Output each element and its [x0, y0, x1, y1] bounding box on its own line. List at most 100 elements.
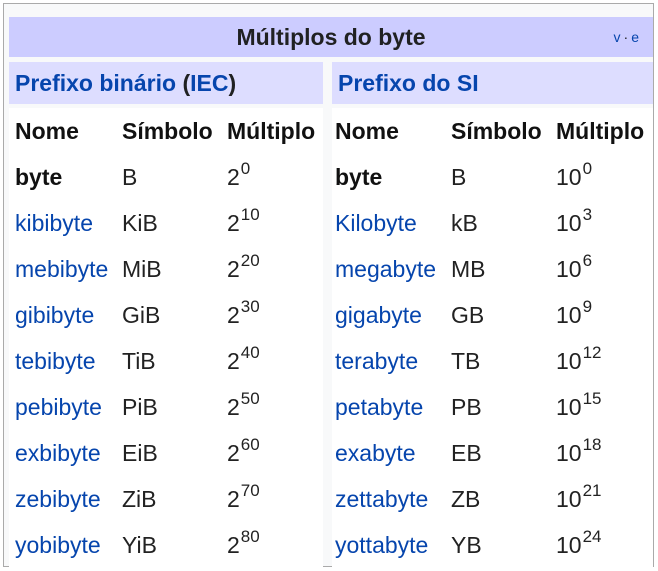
unit-symbol: EiB — [122, 440, 158, 466]
multiple-base: 2 — [227, 256, 240, 282]
unit-name-link[interactable]: megabyte — [335, 256, 437, 282]
multiple-exponent: 6 — [582, 251, 593, 270]
unit-symbol: ZiB — [122, 486, 157, 512]
unit-name-link[interactable]: exbibyte — [15, 440, 101, 466]
unit-multiple: 103 — [556, 200, 592, 246]
unit-name-link[interactable]: yottabyte — [335, 532, 429, 558]
multiple-exponent: 24 — [582, 527, 602, 546]
multiple-base: 2 — [227, 440, 240, 466]
column-header-multiple: Múltiplo — [227, 118, 316, 144]
paren-close: ) — [228, 70, 237, 96]
unit-symbol: KiB — [122, 210, 158, 236]
unit-name-link[interactable]: zettabyte — [335, 486, 429, 512]
unit-multiple: 109 — [556, 292, 592, 338]
multiple-exponent: 3 — [582, 205, 593, 224]
unit-symbol: MiB — [122, 256, 162, 282]
unit-name-link[interactable]: gigabyte — [335, 302, 422, 328]
unit-name-link[interactable]: Kilobyte — [335, 210, 417, 236]
multiple-exponent: 20 — [240, 251, 260, 270]
unit-multiple: 1021 — [556, 476, 602, 522]
unit-name-link[interactable]: terabyte — [335, 348, 419, 374]
unit-symbol: PB — [451, 394, 482, 420]
multiple-exponent: 60 — [240, 435, 260, 454]
unit-name-link[interactable]: mebibyte — [15, 256, 109, 282]
table-row: megabyte MB 106 — [332, 246, 653, 292]
table-row: zebibyte ZiB 270 — [9, 476, 323, 522]
multiple-base: 10 — [556, 348, 582, 374]
edit-template-link[interactable]: e — [631, 29, 639, 45]
unit-symbol: B — [122, 164, 138, 190]
table-row: Kilobyte kB 103 — [332, 200, 653, 246]
multiple-base: 2 — [227, 164, 240, 190]
multiple-exponent: 0 — [240, 159, 251, 178]
navbox-title: Múltiplos do byte — [236, 24, 426, 50]
unit-name-link[interactable]: pebibyte — [15, 394, 102, 420]
si-prefix-title[interactable]: Prefixo do SI — [338, 70, 479, 96]
unit-multiple: 270 — [227, 476, 260, 522]
column-header-symbol: Símbolo — [122, 118, 213, 144]
multiple-exponent: 10 — [240, 205, 260, 224]
navbox-title-bar: Múltiplos do byte v·e — [9, 17, 653, 57]
multiple-base: 10 — [556, 486, 582, 512]
unit-name-link[interactable]: exabyte — [335, 440, 416, 466]
unit-multiple: 106 — [556, 246, 592, 292]
multiple-exponent: 9 — [582, 297, 593, 316]
binary-prefix-link[interactable]: Prefixo binário — [15, 70, 177, 96]
unit-name-link[interactable]: kibibyte — [15, 210, 93, 236]
multiple-base: 2 — [227, 210, 240, 236]
multiple-exponent: 40 — [240, 343, 260, 362]
si-header-row: Nome Símbolo Múltiplo — [332, 108, 653, 154]
table-row: petabyte PB 1015 — [332, 384, 653, 430]
unit-name-link[interactable]: petabyte — [335, 394, 424, 420]
multiple-base: 10 — [556, 210, 582, 236]
multiple-exponent: 0 — [582, 159, 593, 178]
vde-links: v·e — [614, 17, 639, 57]
unit-multiple: 280 — [227, 522, 260, 568]
unit-name-link[interactable]: zebibyte — [15, 486, 101, 512]
unit-symbol: MB — [451, 256, 486, 282]
binary-prefix-header: Prefixo binário (IEC) — [9, 62, 323, 104]
iec-link[interactable]: IEC — [190, 70, 229, 96]
multiple-base: 10 — [556, 440, 582, 466]
unit-symbol: EB — [451, 440, 482, 466]
multiple-exponent: 21 — [582, 481, 602, 500]
multiple-base: 10 — [556, 256, 582, 282]
table-row: kibibyte KiB 210 — [9, 200, 323, 246]
multiple-exponent: 30 — [240, 297, 260, 316]
multiple-base: 2 — [227, 486, 240, 512]
unit-name: byte — [335, 164, 383, 190]
multiple-base: 2 — [227, 532, 240, 558]
unit-name-link[interactable]: gibibyte — [15, 302, 95, 328]
unit-multiple: 210 — [227, 200, 260, 246]
unit-symbol: YiB — [122, 532, 157, 558]
unit-name-link[interactable]: tebibyte — [15, 348, 96, 374]
table-row: mebibyte MiB 220 — [9, 246, 323, 292]
view-template-link[interactable]: v — [613, 29, 621, 45]
unit-name-link[interactable]: yobibyte — [15, 532, 101, 558]
column-header-name: Nome — [335, 118, 399, 144]
unit-multiple: 240 — [227, 338, 260, 384]
multiple-base: 2 — [227, 394, 240, 420]
paren-open: ( — [182, 70, 191, 96]
unit-symbol: GB — [451, 302, 485, 328]
unit-symbol: B — [451, 164, 467, 190]
column-header-multiple: Múltiplo — [556, 118, 645, 144]
unit-symbol: kB — [451, 210, 478, 236]
multiple-base: 10 — [556, 302, 582, 328]
multiple-base: 10 — [556, 394, 582, 420]
unit-multiple: 100 — [556, 154, 592, 200]
multiple-exponent: 70 — [240, 481, 260, 500]
multiple-exponent: 15 — [582, 389, 602, 408]
multiple-exponent: 80 — [240, 527, 260, 546]
unit-multiple: 1015 — [556, 384, 602, 430]
multiple-base: 2 — [227, 348, 240, 374]
multiple-base: 10 — [556, 532, 582, 558]
column-header-symbol: Símbolo — [451, 118, 542, 144]
